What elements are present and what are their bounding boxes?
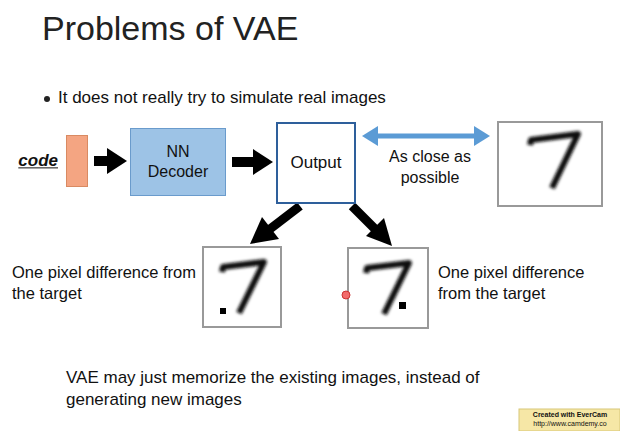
slide-title: Problems of VAE (42, 6, 298, 50)
code-vector: code (66, 135, 88, 187)
target-digit-image (498, 122, 602, 206)
pixel-note-right: One pixel difference from the target (438, 262, 618, 305)
branch-arrow (250, 206, 300, 244)
arrow-label: As close as possible (372, 147, 488, 189)
watermark: Created with EverCam (521, 411, 619, 419)
decoder-box: NN Decoder (130, 128, 226, 196)
box-label: NN Decoder (137, 142, 219, 182)
block-arrow (232, 157, 253, 167)
double-arrow (362, 126, 490, 146)
pixel-note-left: One pixel difference from the target (12, 262, 200, 305)
bullet (44, 96, 50, 102)
block-arrow (94, 156, 107, 166)
watermark: http://www.camdemy.co (521, 420, 619, 428)
cursor-dot (342, 291, 350, 299)
code-label: code (18, 150, 58, 171)
digit-image-dot-right (348, 248, 428, 328)
conclusion-note: VAE may just memorize the existing image… (66, 367, 536, 411)
bullet-text: It does not really try to simulate real … (58, 87, 578, 109)
branch-arrow (352, 206, 392, 246)
watermark-box (519, 409, 620, 431)
box-label: Output (290, 152, 341, 173)
output-box: Output (276, 122, 356, 204)
digit-image-dot-left (203, 247, 281, 327)
